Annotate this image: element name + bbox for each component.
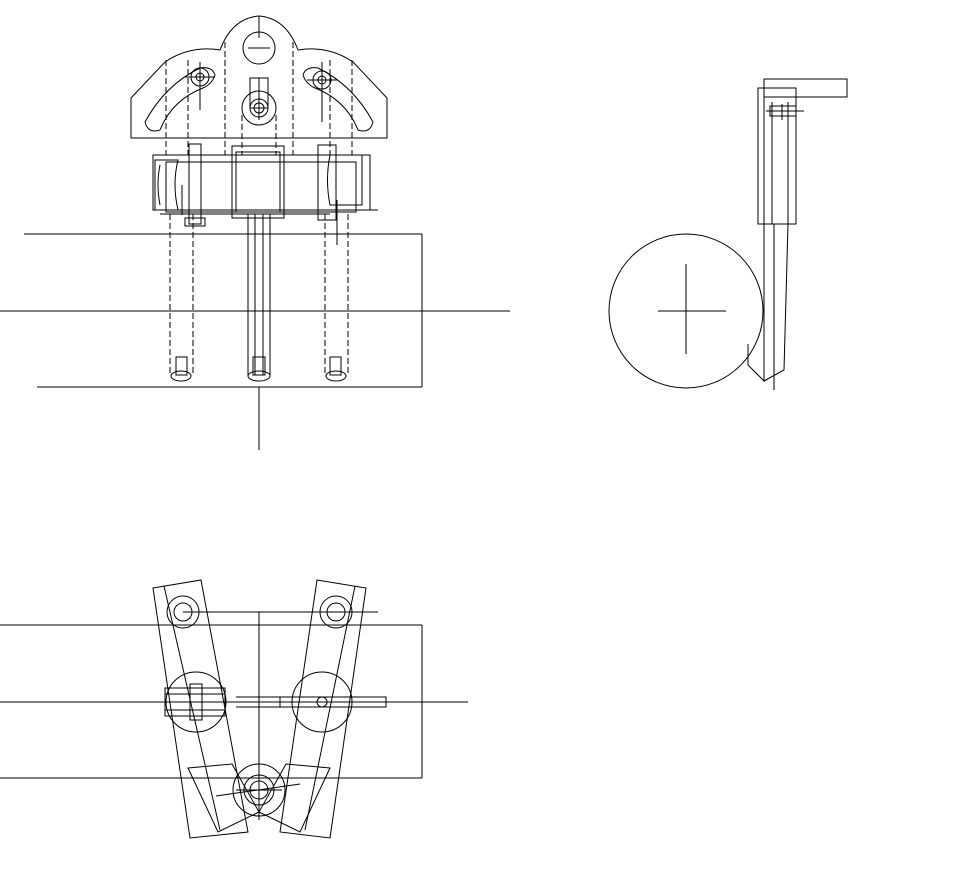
top-pipe xyxy=(0,611,468,820)
top-left-arm xyxy=(152,579,249,839)
front-hidden-lines xyxy=(165,42,353,155)
side-pipe-circle xyxy=(608,233,764,389)
front-view xyxy=(0,15,510,450)
side-arm xyxy=(747,78,848,390)
side-view xyxy=(608,78,848,390)
front-bolts xyxy=(169,214,349,382)
top-view xyxy=(0,579,468,839)
top-bottom-jaws xyxy=(187,763,331,833)
front-left-slot xyxy=(144,67,216,132)
front-clamp-body xyxy=(152,143,378,245)
top-right-arm xyxy=(236,579,387,839)
